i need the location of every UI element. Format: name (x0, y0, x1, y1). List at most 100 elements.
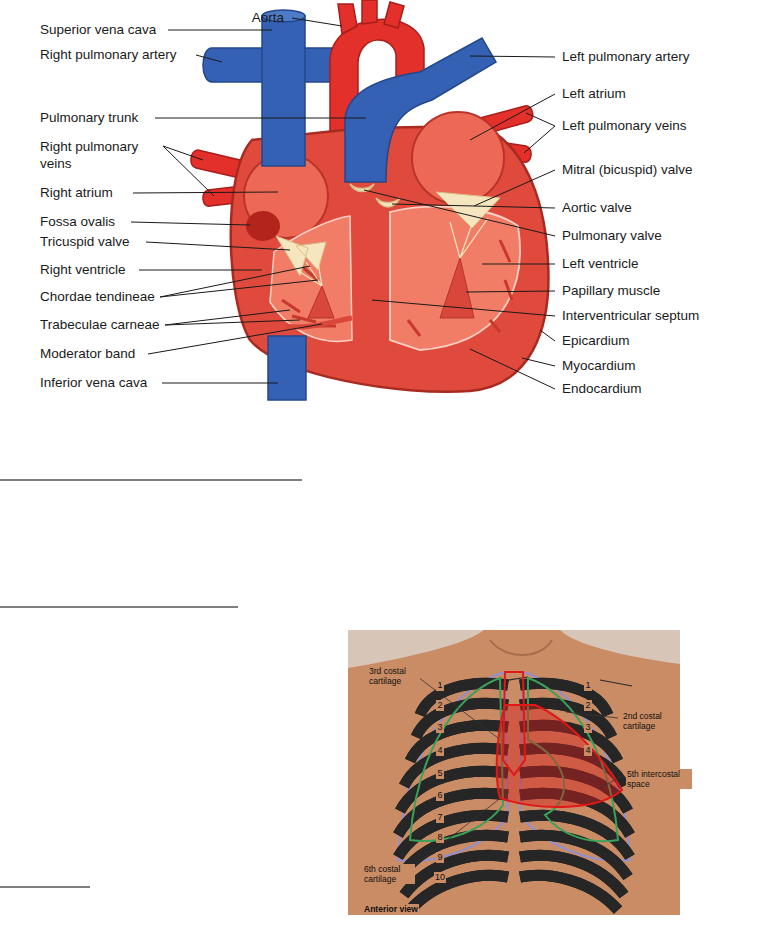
chest-photo (497, 705, 622, 807)
leader-line (162, 383, 278, 384)
rib-number: 2 (436, 700, 443, 711)
heart-drawing (286, 318, 352, 327)
heart-drawing (408, 240, 512, 336)
part-label: Interventricular septum (562, 308, 699, 324)
leader-line (168, 30, 272, 31)
heart-drawing (376, 198, 400, 207)
rib-number: 9 (436, 852, 443, 863)
leader-line (131, 18, 555, 389)
anatomy-label: 5th intercostal space (626, 769, 692, 789)
rib-number: 1 (584, 680, 591, 691)
leader-line (540, 330, 555, 341)
part-label: Epicardium (562, 333, 630, 349)
heading-rule (0, 606, 238, 607)
chest-photo (490, 640, 552, 655)
leader-line (160, 280, 318, 297)
part-label: Left atrium (562, 86, 626, 102)
rib-number: 10 (434, 872, 446, 883)
chest-photo (398, 683, 630, 910)
chest-photo (600, 776, 622, 788)
rib-number: 3 (584, 722, 591, 733)
heart-drawing (338, 0, 404, 34)
chest-photo (503, 672, 525, 775)
leader-line (155, 118, 366, 119)
heart-drawing (412, 112, 504, 204)
leader-line (133, 192, 278, 193)
leader-line (470, 56, 555, 57)
heart-drawing (262, 16, 305, 166)
chest-photo (410, 678, 503, 841)
rib-number: 5 (436, 768, 443, 779)
part-label: Chordae tendineae (40, 289, 155, 305)
leader-line (292, 18, 342, 26)
heart-drawing (450, 218, 488, 258)
leader-line (372, 300, 555, 316)
part-label: Endocardium (562, 381, 642, 397)
heart-drawing (282, 265, 336, 326)
leader-line (482, 264, 555, 265)
heart-drawing (345, 38, 496, 182)
chest-photo (414, 674, 498, 738)
part-label: Aortic valve (562, 200, 632, 216)
rib-number: 4 (584, 745, 591, 756)
leader-line (392, 204, 555, 208)
leader-line (474, 170, 555, 206)
leader-line (470, 349, 555, 389)
rib-number: 6 (436, 790, 443, 801)
leader-line (470, 94, 555, 140)
rib-number: 2 (584, 700, 591, 711)
leader-line (163, 146, 203, 160)
heart-drawing (191, 150, 240, 178)
leader-line (148, 324, 322, 354)
heart-drawing (308, 286, 334, 318)
part-label: Mitral (bicuspid) valve (562, 162, 693, 178)
leader-line (364, 190, 555, 236)
heart-drawing (440, 258, 474, 318)
anatomy-label: 6th costal cartilage (363, 864, 415, 884)
chest-photo (566, 712, 618, 718)
heart-drawing (276, 236, 326, 276)
leader-line (163, 146, 214, 196)
leader-line (524, 126, 555, 153)
part-label: Fossa ovalis (40, 214, 115, 230)
heart-drawing (350, 184, 374, 192)
rib-number: 1 (436, 680, 443, 691)
part-label: Left pulmonary artery (562, 49, 690, 65)
rib-number: 3 (436, 722, 443, 733)
part-label: Aorta (252, 10, 284, 26)
chest-photo (409, 674, 622, 870)
part-label: Inferior vena cava (40, 375, 147, 391)
part-label: Right pulmonary artery (40, 47, 177, 63)
leader-line (165, 320, 300, 325)
heart-drawing (390, 207, 520, 350)
part-label: Right atrium (40, 185, 113, 201)
part-label: Papillary muscle (562, 283, 660, 299)
part-label: Right ventricle (40, 262, 126, 278)
heart-drawing (191, 0, 549, 400)
part-label: Tricuspid valve (40, 234, 130, 250)
part-label: Left ventricle (562, 256, 639, 272)
heart-drawing (300, 262, 322, 286)
leader-line (196, 55, 222, 62)
heart-drawing (246, 211, 280, 241)
leader-line (466, 291, 555, 292)
part-label: Left pulmonary veins (562, 118, 687, 134)
leader-line (160, 266, 310, 297)
heart-drawing (270, 216, 352, 341)
part-label: Right pulmonary veins (40, 138, 162, 172)
part-label: Pulmonary trunk (40, 110, 138, 126)
leader-line (526, 113, 555, 126)
anatomy-label: 3rd costal cartilage (368, 666, 420, 686)
leader-line (146, 242, 290, 250)
chest-photo (409, 800, 498, 870)
part-label: Trabeculae carneae (40, 317, 160, 333)
rib-number: 8 (436, 832, 443, 843)
rib-number: 7 (436, 812, 443, 823)
anatomy-label: 2nd costal cartilage (622, 711, 674, 731)
leader-line (522, 358, 555, 366)
leader-line (139, 270, 262, 271)
chest-photo (398, 683, 630, 910)
part-label: Moderator band (40, 346, 135, 362)
part-label: Pulmonary valve (562, 228, 662, 244)
